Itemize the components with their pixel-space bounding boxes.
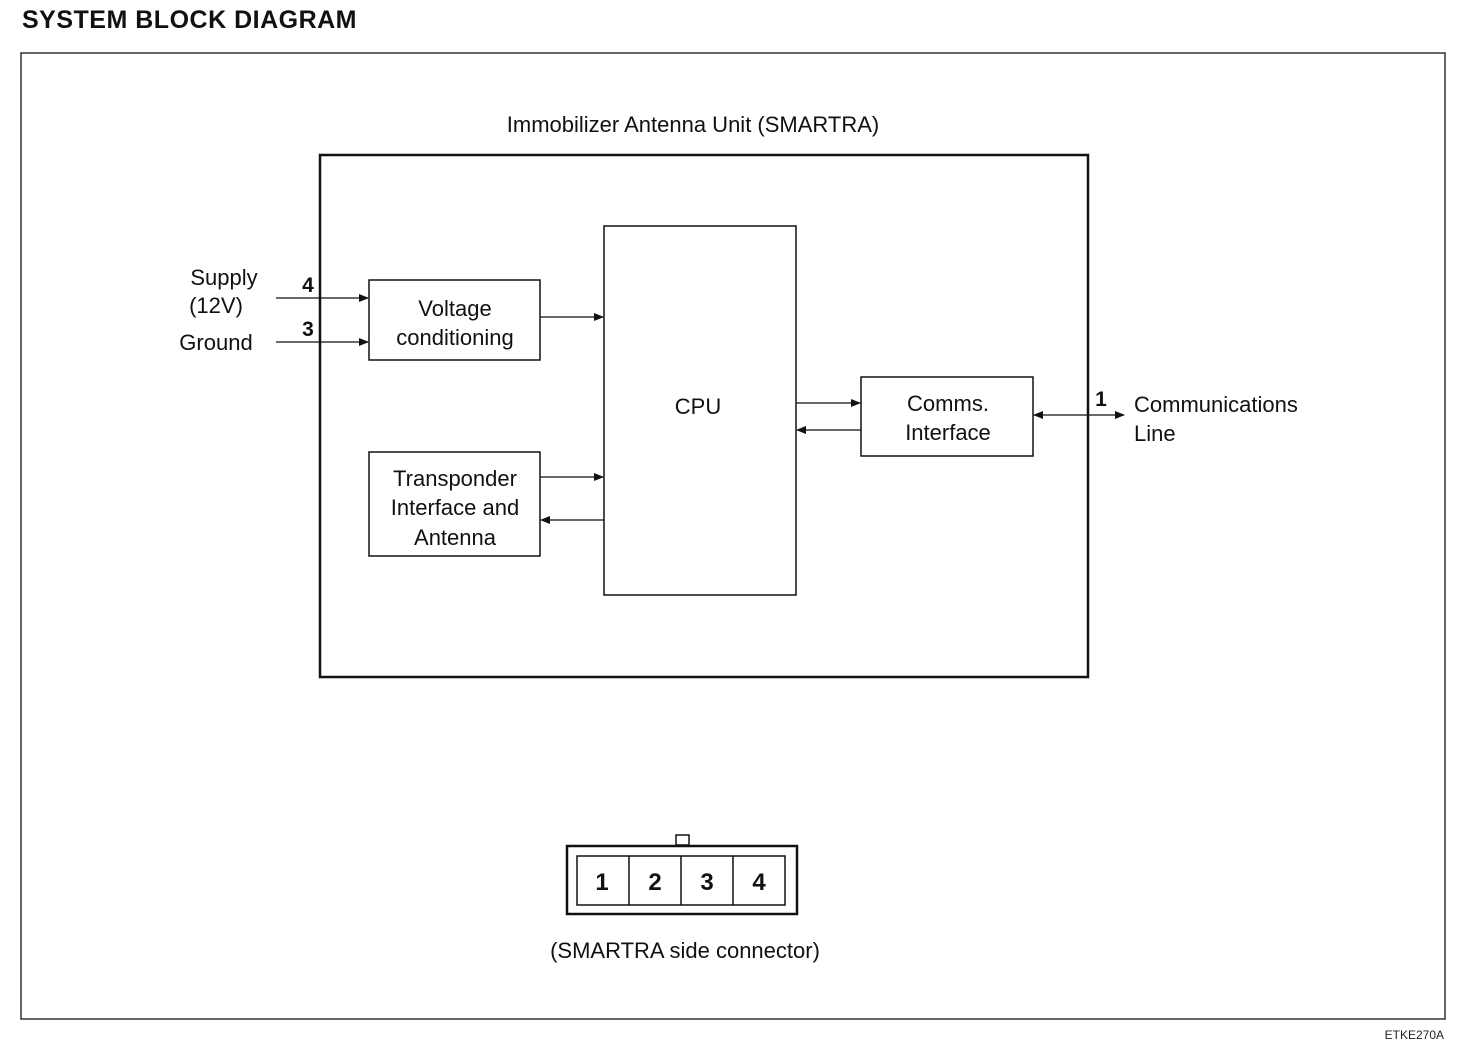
- transponder-label-line1: Transponder: [393, 466, 517, 491]
- cpu-block: [603, 225, 797, 596]
- voltage-label-line1: Voltage: [418, 296, 491, 321]
- communications-line-label-line1: Communications: [1134, 392, 1298, 417]
- connector-pin-2: 2: [648, 869, 661, 896]
- connector-pin-1: 1: [595, 869, 608, 896]
- outer-frame: [20, 52, 1446, 1020]
- comms-label-line1: Comms.: [907, 391, 989, 416]
- cpu-label: CPU: [675, 394, 721, 419]
- transponder-block: [368, 451, 541, 557]
- connector-pin-3: 3: [700, 869, 713, 896]
- figure-code: ETKE270A: [1385, 1028, 1444, 1042]
- supply-pin-number: 4: [302, 274, 314, 297]
- communications-line-label-line2: Line: [1134, 421, 1176, 446]
- smartra-side-connector: [565, 834, 799, 916]
- supply-label-line2: (12V): [189, 293, 243, 318]
- output-pin-number: 1: [1095, 388, 1107, 411]
- ground-label: Ground: [179, 330, 252, 355]
- comms-label-line2: Interface: [905, 420, 991, 445]
- ground-pin-number: 3: [302, 318, 314, 341]
- connector-pin-4: 4: [752, 869, 766, 896]
- transponder-label-line3: Antenna: [414, 525, 497, 550]
- diagram-title: SYSTEM BLOCK DIAGRAM: [22, 6, 357, 34]
- connector-caption: (SMARTRA side connector): [550, 938, 820, 963]
- voltage-label-line2: conditioning: [396, 325, 513, 350]
- unit-label: Immobilizer Antenna Unit (SMARTRA): [507, 112, 880, 137]
- voltage-conditioning-block: [368, 279, 541, 361]
- supply-label-line1: Supply: [190, 265, 257, 290]
- transponder-label-line2: Interface and: [391, 495, 519, 520]
